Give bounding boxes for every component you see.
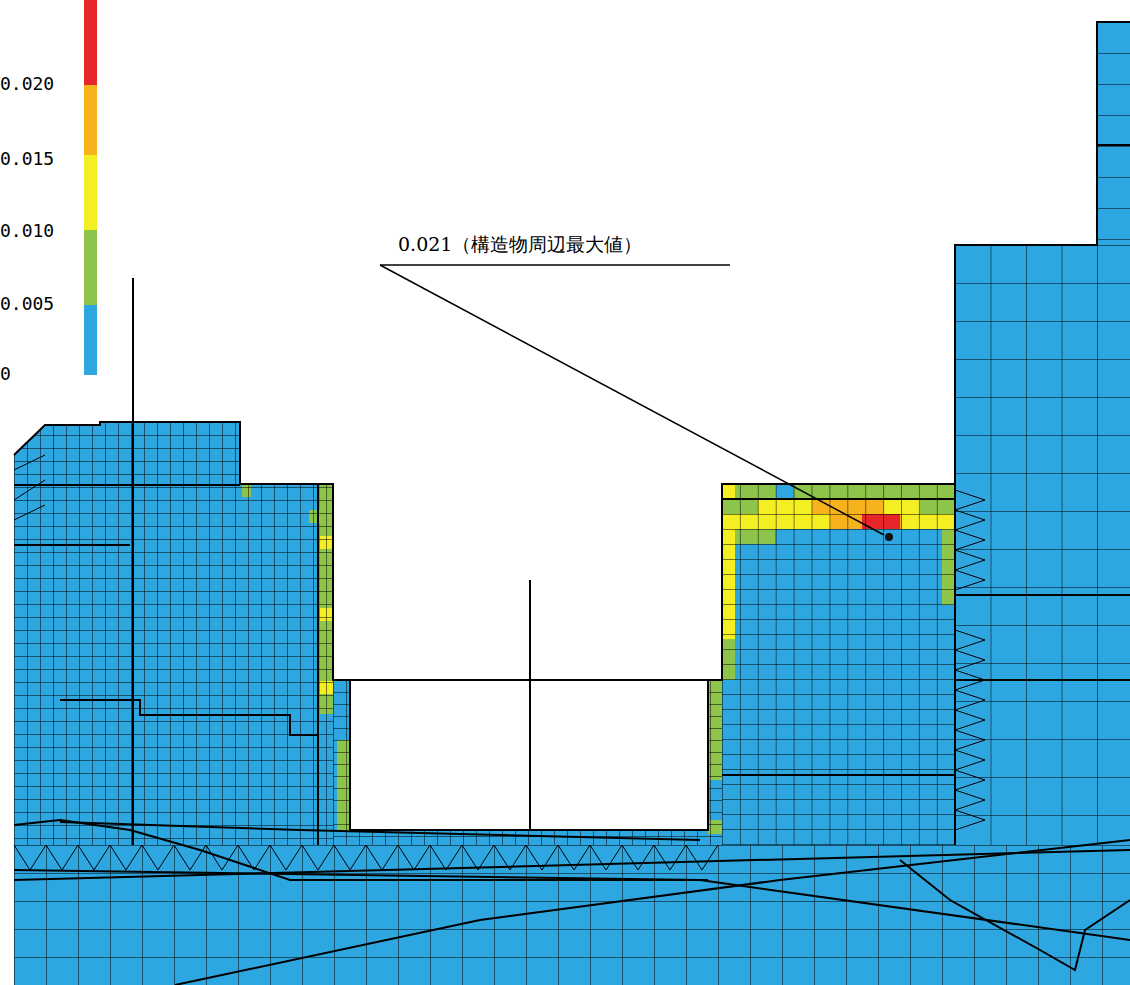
outline (14, 22, 1130, 985)
scale-tick: 0.015 (0, 148, 54, 169)
transition-triangles (14, 455, 985, 870)
color-bar (84, 0, 97, 375)
scale-tick: 0 (0, 363, 11, 384)
mesh-grid (14, 22, 1130, 985)
callout-label: 0.021（構造物周辺最大値） (398, 232, 642, 258)
scale-tick: 0.020 (0, 73, 54, 94)
scale-tick: 0.010 (0, 220, 54, 241)
center-line (529, 580, 531, 830)
soil-mesh (14, 22, 1130, 985)
leader-line (380, 265, 884, 535)
max-point-dot (885, 533, 893, 541)
scale-tick: 0.005 (0, 293, 54, 314)
